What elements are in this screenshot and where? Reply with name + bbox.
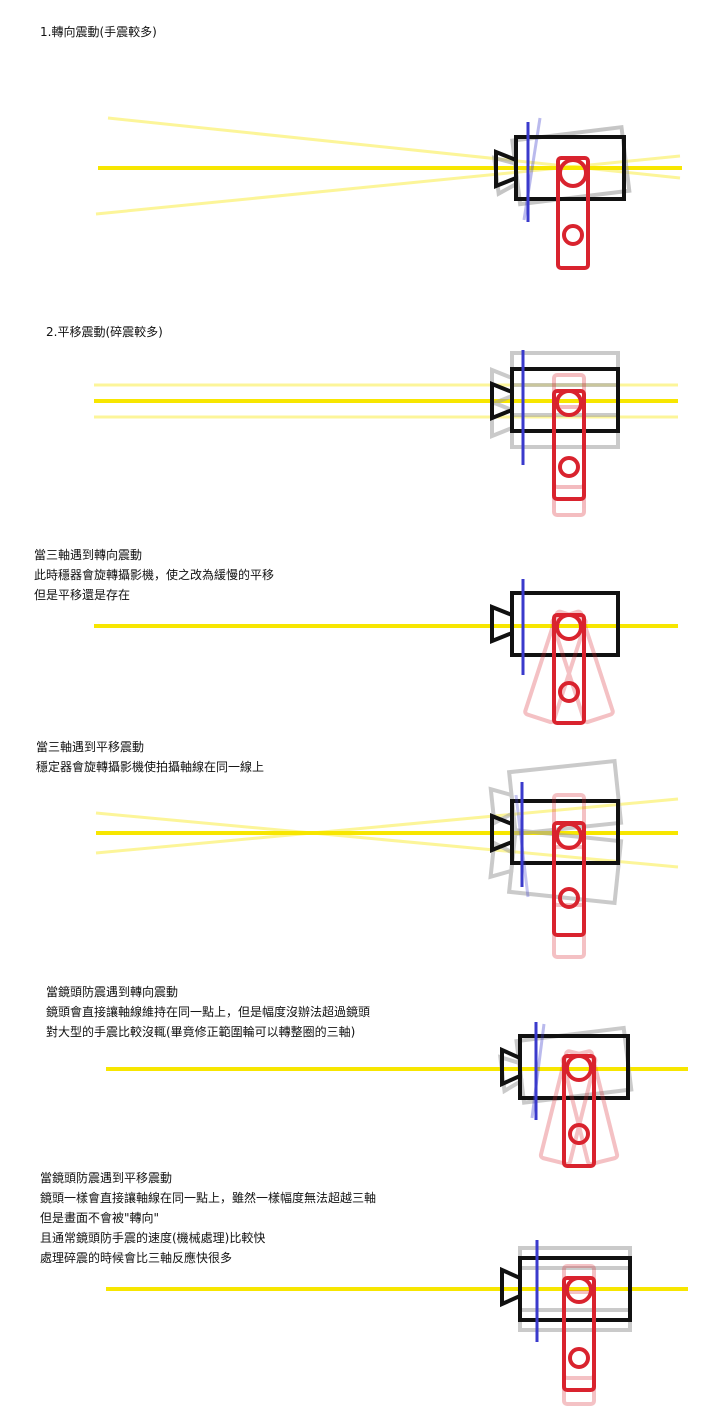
section-lens-is-rotation: 當鏡頭防震遇到轉向震動 鏡頭會直接讓軸線維持在同一點上，但是幅度沒辦法超過鏡頭 … bbox=[0, 982, 720, 1172]
camera-icon bbox=[490, 799, 620, 865]
camera-icon bbox=[500, 1034, 630, 1100]
caption-line: 穩定器會旋轉攝影機使拍攝軸線在同一線上 bbox=[36, 760, 265, 774]
mount-arm bbox=[552, 821, 586, 937]
translation-shake-diagram bbox=[94, 350, 678, 517]
shooting-axis-lines bbox=[95, 797, 679, 869]
camera-icon bbox=[490, 367, 620, 433]
caption-line: 但是畫面不會被"轉向" bbox=[40, 1211, 160, 1225]
section-rotation-shake: 1.轉向震動(手震較多) bbox=[0, 0, 720, 290]
lens-is-rotation-diagram bbox=[106, 1022, 688, 1168]
section-gimbal-translation: 當三軸遇到平移震動 穩定器會旋轉攝影機使拍攝軸線在同一線上 bbox=[0, 737, 720, 962]
caption-line: 但是平移還是存在 bbox=[34, 588, 131, 602]
caption-line: 當鏡頭防震遇到平移震動 bbox=[40, 1171, 173, 1185]
section-translation-shake: 2.平移震動(碎震較多) bbox=[0, 320, 720, 530]
camera-icon bbox=[500, 1256, 632, 1322]
caption-line: 2.平移震動(碎震較多) bbox=[46, 325, 163, 339]
shooting-axis-lines bbox=[94, 383, 678, 419]
mount-arm-ghost bbox=[552, 793, 586, 959]
caption-line: 且通常鏡頭防手震的速度(機械處理)比較快 bbox=[40, 1231, 266, 1245]
gimbal-rotation-diagram bbox=[94, 579, 678, 725]
caption-line: 此時穩器會旋轉攝影機，使之改為緩慢的平移 bbox=[34, 568, 275, 582]
mount-arm bbox=[552, 613, 586, 725]
mount-arm bbox=[562, 1054, 596, 1168]
section-lens-is-translation: 當鏡頭防震遇到平移震動 鏡頭一樣會直接讓軸線在同一點上，雖然一樣幅度無法超越三軸… bbox=[0, 1168, 720, 1415]
caption-line: 鏡頭一樣會直接讓軸線在同一點上，雖然一樣幅度無法超越三軸 bbox=[40, 1191, 377, 1205]
mount-arm bbox=[562, 1276, 596, 1392]
caption-gimbal-translation: 當三軸遇到平移震動 穩定器會旋轉攝影機使拍攝軸線在同一線上 bbox=[36, 737, 264, 777]
lens-is-translation-diagram bbox=[106, 1240, 688, 1406]
caption-line: 鏡頭會直接讓軸線維持在同一點上，但是幅度沒辦法超過鏡頭 bbox=[46, 1005, 371, 1019]
lens-plane-ghost bbox=[530, 1023, 546, 1119]
caption-line: 處理碎震的時候會比三軸反應快很多 bbox=[40, 1251, 233, 1265]
caption-line: 當三軸遇到轉向震動 bbox=[34, 548, 143, 562]
camera-icon bbox=[494, 135, 626, 201]
section-gimbal-rotation: 當三軸遇到轉向震動 此時穩器會旋轉攝影機，使之改為緩慢的平移 但是平移還是存在 bbox=[0, 545, 720, 730]
caption-line: 當三軸遇到平移震動 bbox=[36, 740, 145, 754]
caption-translation-shake: 2.平移震動(碎震較多) bbox=[46, 322, 163, 342]
rotation-shake-diagram bbox=[95, 116, 682, 270]
caption-lens-is-translation: 當鏡頭防震遇到平移震動 鏡頭一樣會直接讓軸線在同一點上，雖然一樣幅度無法超越三軸… bbox=[40, 1168, 376, 1268]
gimbal-translation-diagram bbox=[95, 758, 679, 959]
caption-line: 當鏡頭防震遇到轉向震動 bbox=[46, 985, 179, 999]
caption-line: 1.轉向震動(手震較多) bbox=[40, 25, 157, 39]
caption-line: 對大型的手震比較沒輒(畢竟修正範圍輪可以轉整圈的三軸) bbox=[46, 1025, 356, 1039]
caption-rotation-shake: 1.轉向震動(手震較多) bbox=[40, 22, 157, 42]
caption-gimbal-rotation: 當三軸遇到轉向震動 此時穩器會旋轉攝影機，使之改為緩慢的平移 但是平移還是存在 bbox=[34, 545, 274, 605]
caption-lens-is-rotation: 當鏡頭防震遇到轉向震動 鏡頭會直接讓軸線維持在同一點上，但是幅度沒辦法超過鏡頭 … bbox=[46, 982, 370, 1042]
mount-arm bbox=[552, 389, 586, 501]
camera-icon bbox=[490, 591, 620, 657]
mount-arm bbox=[556, 156, 590, 270]
